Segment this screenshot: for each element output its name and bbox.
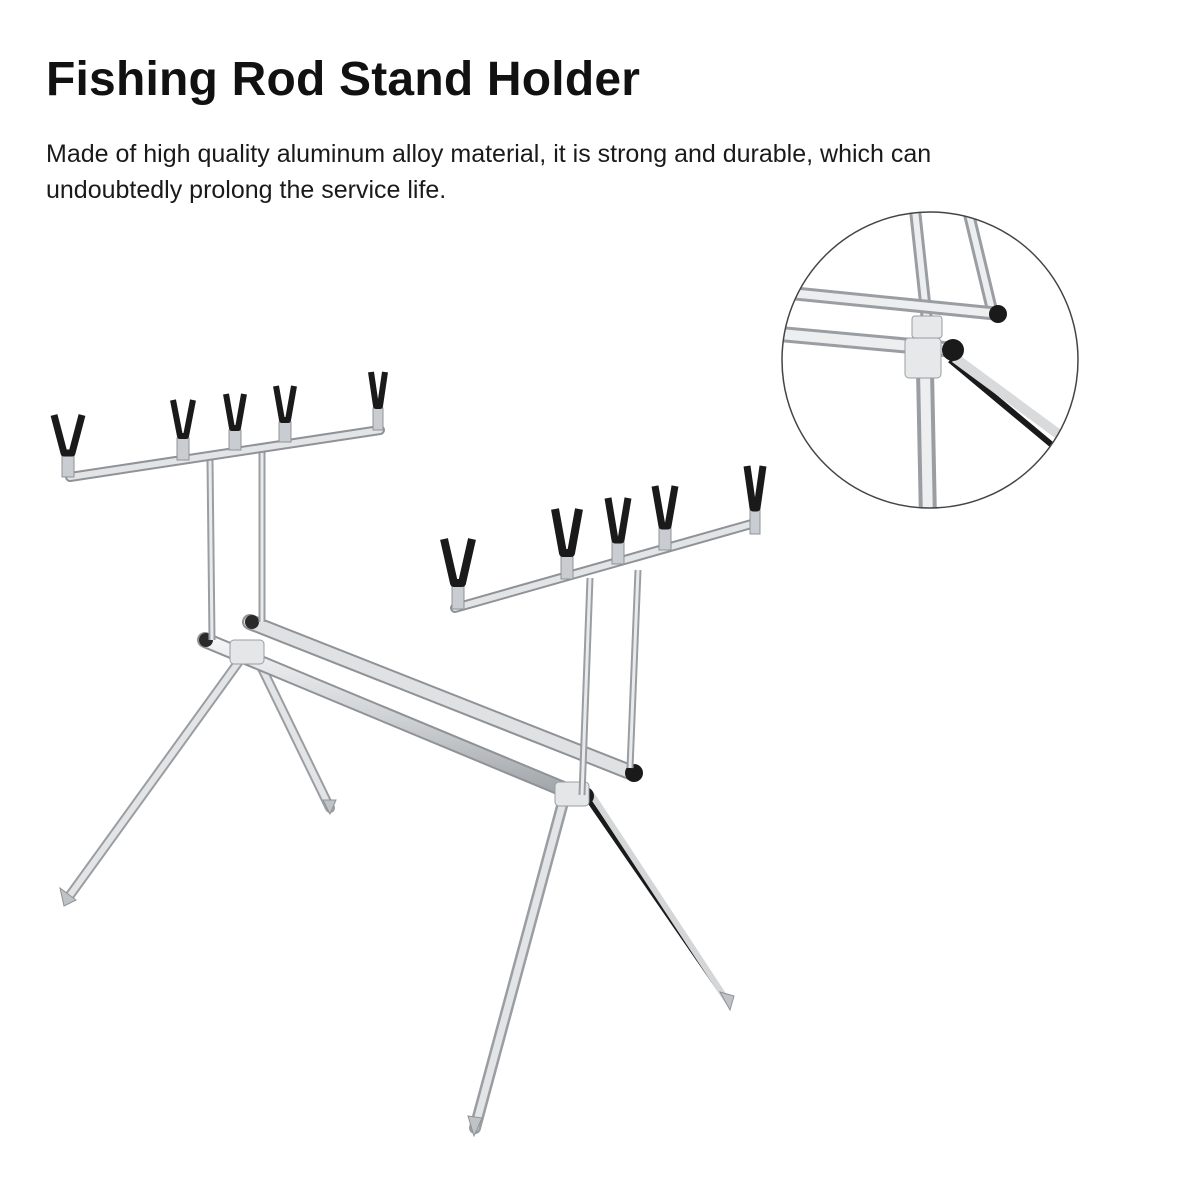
- back-buzz-bar: [65, 425, 385, 641]
- product-description: Made of high quality aluminum alloy mate…: [46, 140, 932, 204]
- front-rod-rests: [440, 465, 767, 610]
- front-buzz-bar: [450, 518, 760, 796]
- rod-pod-frame: [197, 614, 643, 807]
- leg-spikes: [59, 799, 735, 1138]
- back-rod-rests: [50, 371, 388, 478]
- rod-pod-legs: [63, 655, 731, 1134]
- zoom-detail-inset: [781, 211, 1079, 509]
- page-title: Fishing Rod Stand Holder: [46, 53, 641, 106]
